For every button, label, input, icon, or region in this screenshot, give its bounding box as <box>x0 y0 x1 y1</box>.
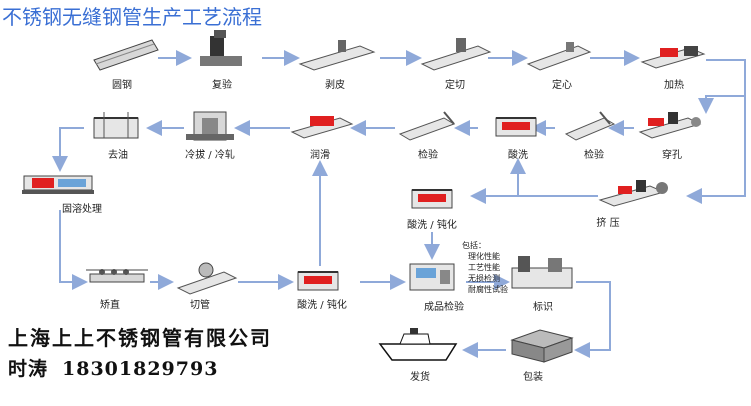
step-label-inspect: 检验 <box>584 150 604 161</box>
step-label-recheck: 复验 <box>212 80 232 91</box>
step-label-pickle-passivate: 酸洗 / 钝化 <box>297 300 347 311</box>
inspection-note-item: 包括： <box>462 241 486 250</box>
round-steel-icon <box>93 39 159 71</box>
inspection-note-item: 工艺性能 <box>468 263 500 272</box>
piercing-machine-icon <box>638 112 702 139</box>
company-name: 上海上上不锈钢管有限公司 <box>8 326 272 350</box>
degreasing-tank-icon <box>93 112 139 139</box>
arrow <box>686 96 746 204</box>
step-label-peel: 剥皮 <box>325 80 345 91</box>
inspection-bench-icon <box>398 111 456 141</box>
peeling-machine-icon <box>298 40 376 71</box>
step-label-extrude: 挤 压 <box>596 218 620 229</box>
ship-icon <box>378 328 458 361</box>
step-label-pickling: 酸洗 <box>508 150 528 161</box>
contact-phone: 18301829793 <box>62 358 219 380</box>
inspection-note-item: 耐腐性试验 <box>468 285 508 294</box>
step-label-straighten: 矫直 <box>100 300 120 311</box>
extrusion-press-icon <box>598 180 668 207</box>
cutting-machine-icon <box>420 38 492 71</box>
step-label-solution: 固溶处理 <box>62 204 102 215</box>
pickling-tank-icon <box>411 189 453 209</box>
step-label-final-inspect: 成品检验 <box>424 302 464 313</box>
centering-machine-icon <box>526 42 592 71</box>
inspection-notes: 包括： 理化性能 工艺性能 无损检测 耐腐性试验 <box>462 240 508 295</box>
arrow <box>698 59 746 114</box>
arrow <box>574 281 611 358</box>
step-label-centering: 定心 <box>552 80 572 91</box>
contact-info: 时涛 18301829793 <box>8 354 232 381</box>
contact-name: 时涛 <box>8 358 49 380</box>
step-label-inspect: 检验 <box>418 150 438 161</box>
straightening-machine-icon <box>86 269 148 283</box>
step-label-piercing: 穿孔 <box>662 150 682 161</box>
step-label-shipping: 发货 <box>410 372 430 383</box>
tube-cutting-machine-icon <box>176 262 238 295</box>
inspection-bench-icon <box>564 111 616 141</box>
step-label-cut-length: 定切 <box>445 80 465 91</box>
solution-furnace-icon <box>22 175 94 194</box>
step-label-packing: 包装 <box>523 372 543 383</box>
inspection-note-item: 理化性能 <box>468 252 500 261</box>
step-label-lubricate: 润滑 <box>310 150 330 161</box>
arrow <box>510 158 598 197</box>
marking-machine-icon <box>511 256 573 289</box>
step-label-pickle-passivate: 酸洗 / 钝化 <box>407 220 457 231</box>
step-label-marking: 标识 <box>533 302 553 313</box>
cold-drawing-machine-icon <box>186 111 234 141</box>
flow-arrows <box>52 50 746 358</box>
recheck-machine-icon <box>200 30 242 66</box>
pickling-tank-icon <box>495 117 537 137</box>
heating-furnace-icon <box>640 46 706 69</box>
pickling-tank-icon <box>297 271 339 291</box>
step-label-round-steel: 圆钢 <box>112 80 132 91</box>
inspection-note-item: 无损检测 <box>468 274 500 283</box>
page-title: 不锈钢无缝钢管生产工艺流程 <box>2 5 262 29</box>
step-label-heating: 加热 <box>664 80 684 91</box>
step-label-cold-draw: 冷拔 / 冷轧 <box>185 150 235 161</box>
arrow <box>52 127 84 172</box>
testing-instrument-icon <box>409 263 455 291</box>
package-icon <box>510 329 574 363</box>
lubrication-tank-icon <box>290 116 354 139</box>
arrow <box>59 210 88 290</box>
step-label-cut-tube: 切管 <box>190 300 210 311</box>
step-label-degrease: 去油 <box>108 150 128 161</box>
